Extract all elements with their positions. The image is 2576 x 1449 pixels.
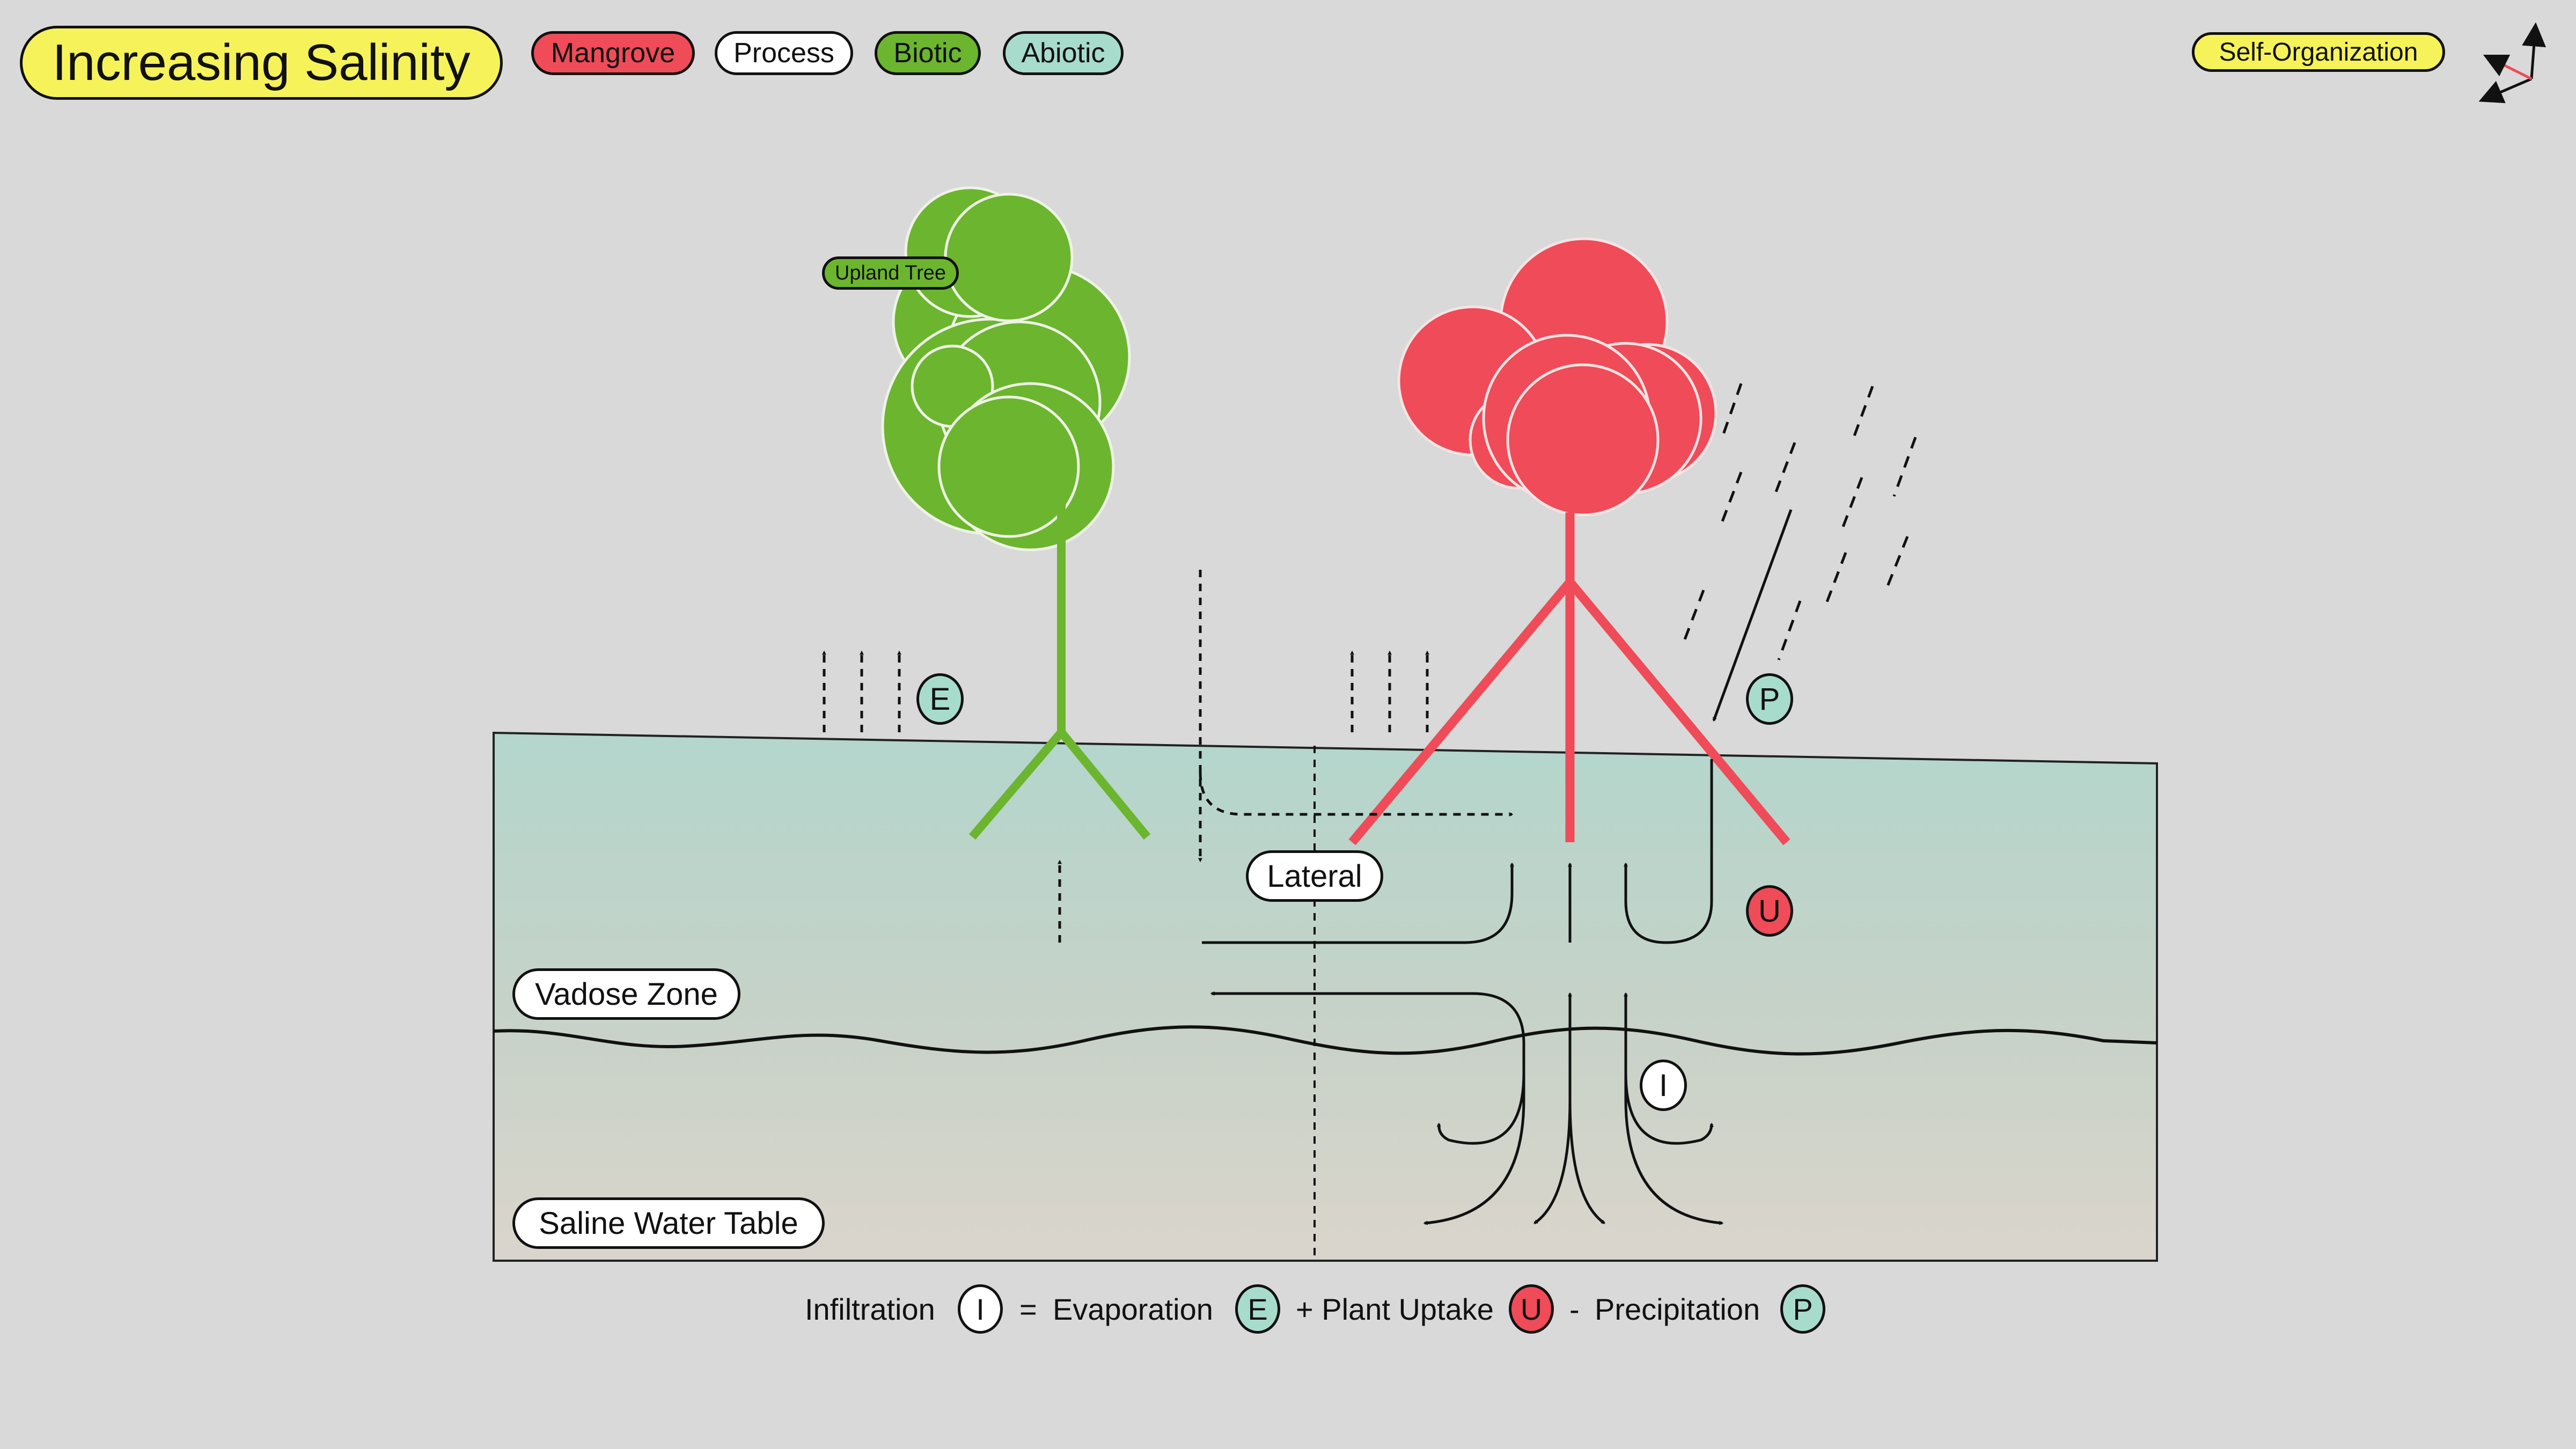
axis-icon [2478,22,2546,104]
legend-biotic: Biotic [875,31,981,75]
uptake-symbol: U [1746,885,1793,937]
equation-minus: - [1569,1292,1580,1326]
lateral-label: Lateral [1246,850,1383,902]
water-table-line [493,1025,2157,1056]
evaporation-symbol: E [916,673,964,725]
equation-u-symbol: U [1509,1284,1554,1334]
equation-i-symbol: I [958,1284,1003,1334]
equation-infiltration: Infiltration [805,1292,935,1326]
infiltration-symbol: I [1640,1060,1687,1111]
subsurface-flows [1202,759,1724,1225]
saline-water-table-label: Saline Water Table [512,1197,825,1249]
legend-mangrove: Mangrove [531,31,695,75]
soil-block [493,731,2158,1262]
upland-tree-trunk [968,504,1151,840]
upland-tree-label: Upland Tree [822,256,959,290]
rain-dashes [1680,383,1917,660]
evaporation-arrows [822,650,1429,732]
mangrove-tree [1348,237,1790,845]
precipitation-arrow [1712,509,1793,722]
page-title: Increasing Salinity [20,26,503,100]
self-organization-badge: Self-Organization [2192,32,2445,72]
upland-tree-canopy [881,186,1131,551]
equation-evaporation: Evaporation [1053,1292,1213,1326]
equation-p-symbol: P [1780,1284,1825,1334]
mangrove-roots [1348,512,1790,845]
equation-precipitation: Precipitation [1595,1292,1760,1326]
precipitation-symbol: P [1746,673,1793,725]
equation-plant-uptake: + Plant Uptake [1296,1292,1494,1326]
equation-e-symbol: E [1235,1284,1280,1334]
vadose-zone-label: Vadose Zone [512,968,740,1020]
lateral-dashed-flows [1058,570,1514,943]
equation-equals: = [1019,1292,1037,1326]
legend-process: Process [715,31,853,75]
legend-abiotic: Abiotic [1003,31,1124,75]
upland-tree [881,186,1151,840]
mangrove-canopy [1397,237,1718,517]
